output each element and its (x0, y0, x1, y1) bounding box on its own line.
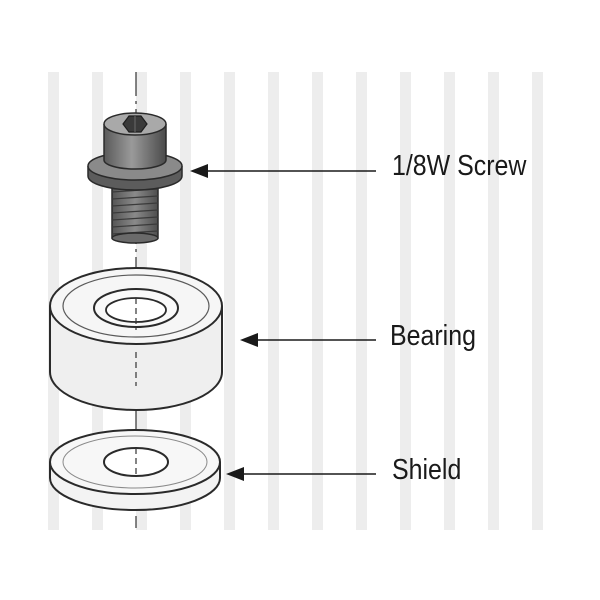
shield-part (49, 429, 221, 511)
bearing-leader-arrow (240, 333, 376, 347)
bearing-part (49, 267, 223, 411)
bearing-label: Bearing (390, 320, 476, 352)
screw-label: 1/8W Screw (392, 150, 527, 182)
shield-label: Shield (392, 454, 462, 486)
shield-leader-arrow (226, 467, 376, 481)
screw-leader-arrow (190, 164, 376, 178)
screw-part (87, 112, 183, 244)
